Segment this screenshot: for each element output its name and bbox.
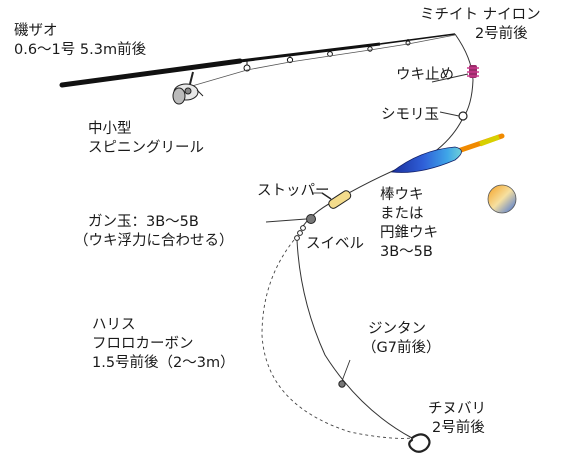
stopper-label: ストッパー [257, 182, 330, 201]
chinu-hook-icon [408, 433, 431, 453]
sinker-label-line2: （ウキ浮力に合わせる） [74, 233, 234, 249]
hook-label-line1: チヌバリ [428, 401, 486, 417]
float-label-line2: または [380, 206, 424, 222]
ukidome-label-text: ウキ止め [396, 67, 454, 83]
split-shot-sinker [306, 214, 316, 224]
stopper-label-text: ストッパー [257, 183, 330, 199]
leader-drift-line [261, 239, 413, 439]
cone-float-icon [487, 184, 517, 214]
leader-label-line2: フロロカーボン [92, 336, 194, 352]
mainline-label-line1: ミチイト ナイロン [420, 7, 541, 23]
ukidome-knot [467, 65, 479, 78]
leader-label-line1: ハリス [92, 317, 136, 333]
hook-label-line2: 2号前後 [432, 420, 485, 436]
reel-label-line2: スピニングリール [88, 140, 204, 156]
rod-label: 磯ザオ 0.6〜1号 5.3m前後 [14, 22, 146, 60]
shimoridama-label-text: シモリ玉 [381, 107, 439, 123]
hook-label: チヌバリ 2号前後 [428, 400, 486, 438]
rod-label-line2: 0.6〜1号 5.3m前後 [14, 42, 147, 58]
leader-label: ハリス フロロカーボン 1.5号前後（2〜3m） [92, 316, 235, 373]
spinning-reel-icon [172, 71, 204, 105]
mainline-label-line2: 2号前後 [474, 26, 528, 42]
stopper [328, 190, 352, 209]
float-label-line4: 3B〜5B [380, 244, 433, 260]
swivel-label-text: スイベル [306, 236, 364, 252]
shimoridama-label: シモリ玉 [381, 106, 439, 125]
shimori-bead [458, 111, 468, 121]
float-label: 棒ウキ または 円錐ウキ 3B〜5B [380, 186, 438, 262]
mainline-label: ミチイト ナイロン 2号前後 [420, 6, 541, 44]
leader-line [296, 239, 413, 439]
callout-lines [265, 73, 469, 382]
fishing-rod [59, 33, 456, 88]
jintan-shot [338, 380, 346, 388]
jintan-label-line1: ジンタン [368, 321, 426, 337]
swivel-label: スイベル [306, 235, 364, 254]
swivel-icon [294, 225, 306, 241]
leader-label-line3: 1.5号前後（2〜3m） [92, 355, 235, 371]
rod-label-line1: 磯ザオ [14, 23, 58, 39]
jintan-label: ジンタン （G7前後） [362, 320, 440, 358]
sinker-label: ガン玉：3B〜5B （ウキ浮力に合わせる） [74, 213, 234, 251]
float-label-line1: 棒ウキ [380, 187, 424, 203]
stick-float-icon [390, 133, 505, 173]
reel-label-line1: 中小型 [88, 121, 132, 137]
sinker-label-line1: ガン玉：3B〜5B [88, 214, 199, 230]
reel-label: 中小型 スピニングリール [88, 120, 204, 158]
jintan-label-line2: （G7前後） [362, 340, 441, 356]
ukidome-label: ウキ止め [396, 66, 454, 85]
float-label-line3: 円錐ウキ [380, 225, 438, 241]
